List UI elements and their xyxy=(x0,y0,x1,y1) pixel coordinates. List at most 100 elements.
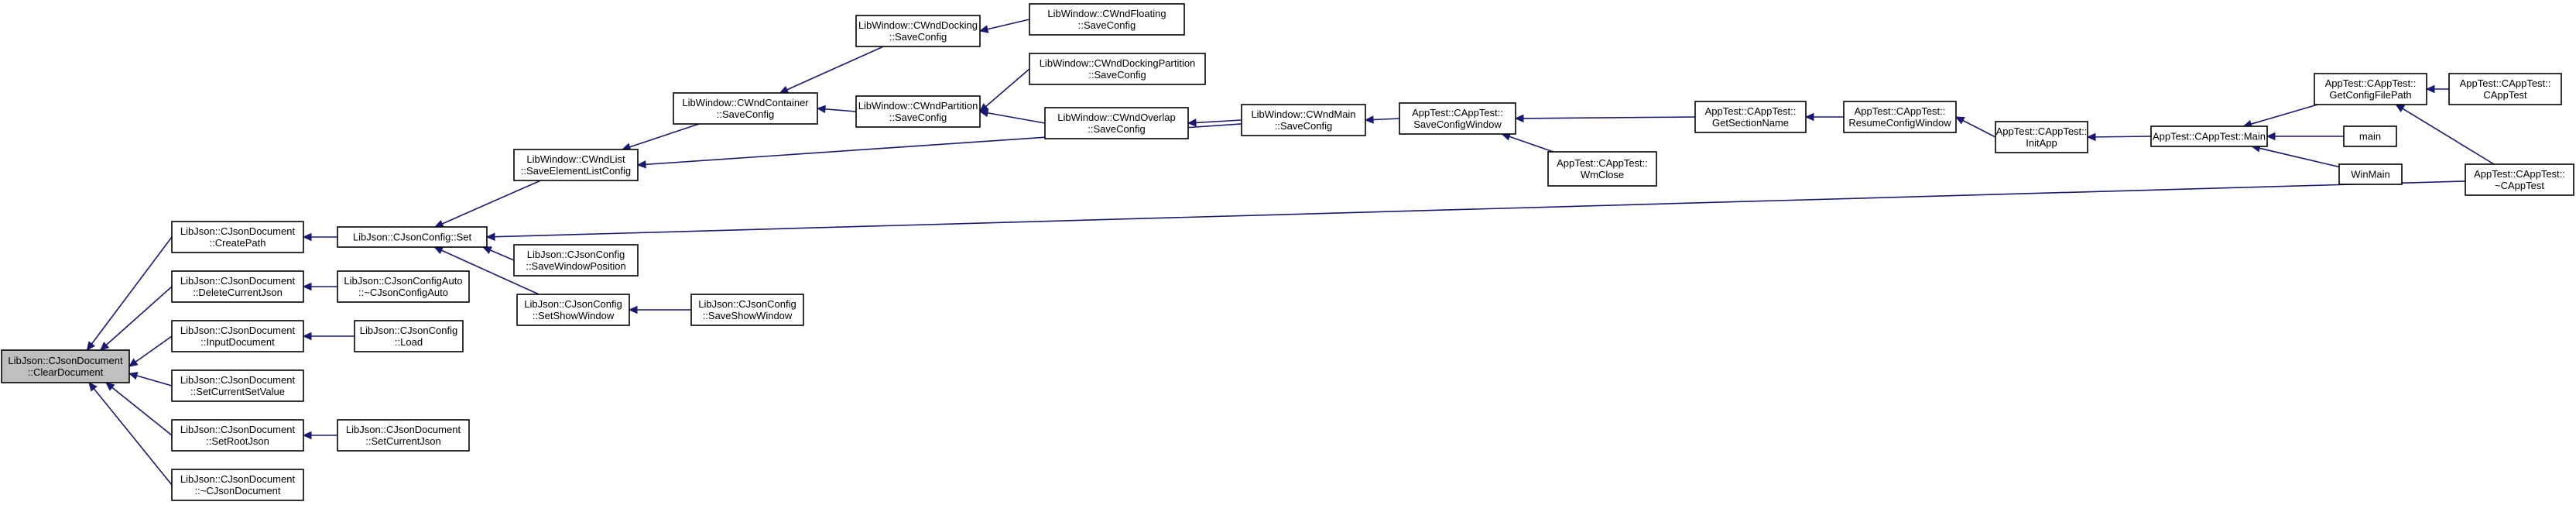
node-floating-save-config[interactable]: LibWindow::CWndFloating::SaveConfig xyxy=(1029,3,1185,36)
node-cjson-document-dtor[interactable]: LibJson::CJsonDocument::~CJsonDocument xyxy=(171,469,304,501)
node-input-document[interactable]: LibJson::CJsonDocument::InputDocument xyxy=(171,320,304,352)
call-edge-save_element_list_config-to-config_set xyxy=(441,180,541,225)
node-label-line: ::DeleteCurrentJson xyxy=(193,287,283,298)
node-capptest-dtor[interactable]: AppTest::CAppTest::~CAppTest xyxy=(2465,163,2574,196)
node-label-line: ::Load xyxy=(395,336,423,348)
call-edge-floating_save_config-to-docking_save_config xyxy=(987,19,1030,30)
call-edge-create_path-to-clear_document xyxy=(91,236,173,345)
node-box xyxy=(337,419,470,452)
node-label-line: LibWindow::CWndDocking xyxy=(858,19,978,31)
node-set-current-json[interactable]: LibJson::CJsonDocument::SetCurrentJson xyxy=(337,419,470,452)
node-config-load[interactable]: LibJson::CJsonConfig::Load xyxy=(354,320,464,352)
node-label-line: LibJson::CJsonDocument xyxy=(180,424,296,435)
node-wm-close[interactable]: AppTest::CAppTest::WmClose xyxy=(1547,151,1657,187)
node-save-config-window[interactable]: AppTest::CAppTest::SaveConfigWindow xyxy=(1399,102,1516,135)
arrowhead xyxy=(978,25,989,33)
arrowhead xyxy=(816,105,826,114)
node-save-show-window[interactable]: LibJson::CJsonConfig::SaveShowWindow xyxy=(690,294,804,326)
node-save-window-position[interactable]: LibJson::CJsonConfig::SaveWindowPosition xyxy=(513,244,639,277)
node-label-line: LibJson::CJsonConfig xyxy=(360,325,457,336)
call-edge-save_window_position-to-config_set xyxy=(490,249,515,261)
node-box xyxy=(337,270,470,303)
node-label-line: ::SaveConfig xyxy=(889,31,947,43)
arrowhead xyxy=(1514,114,1524,123)
node-get-config-file-path[interactable]: AppTest::CAppTest::GetConfigFilePath xyxy=(2314,73,2427,105)
node-box xyxy=(1995,121,2088,153)
arrowhead xyxy=(86,341,95,351)
node-label-line: LibWindow::CWndContainer xyxy=(682,97,809,108)
node-create-path[interactable]: LibJson::CJsonDocument::CreatePath xyxy=(171,221,304,253)
node-box xyxy=(2150,125,2268,147)
arrowhead xyxy=(636,160,646,169)
node-partition-save-config[interactable]: LibWindow::CWndPartition::SaveConfig xyxy=(855,95,981,128)
node-box xyxy=(513,244,639,277)
node-label-line: LibJson::CJsonConfigAuto xyxy=(344,275,462,287)
node-label-line: InitApp xyxy=(2026,137,2057,149)
arrowhead xyxy=(482,246,492,254)
arrowhead xyxy=(302,282,312,291)
node-label-line: LibJson::CJsonConfig xyxy=(524,298,622,310)
node-label-line: ::SaveConfig xyxy=(1088,123,1145,135)
node-main-save-config[interactable]: LibWindow::CWndMain::SaveConfig xyxy=(1241,104,1366,136)
node-win-main[interactable]: WinMain xyxy=(2338,163,2403,185)
node-container-save-config[interactable]: LibWindow::CWndContainer::SaveConfig xyxy=(673,92,818,125)
call-graph-edges xyxy=(86,19,2495,486)
arrowhead xyxy=(1804,112,1814,122)
node-label-line: ::SaveElementListConfig xyxy=(521,165,631,177)
call-edge-init_app-to-resume_config_window xyxy=(1962,119,1996,138)
node-save-element-list-config[interactable]: LibWindow::CWndList::SaveElementListConf… xyxy=(513,149,639,181)
node-label-line: SaveConfigWindow xyxy=(1413,119,1502,130)
node-box xyxy=(1029,53,1206,85)
node-resume-config-window[interactable]: AppTest::CAppTest::ResumeConfigWindow xyxy=(1843,101,1957,133)
node-app-main[interactable]: AppTest::CAppTest::Main xyxy=(2150,125,2268,147)
node-label-line: ::SaveConfig xyxy=(1078,19,1136,31)
node-label-line: LibJson::CJsonDocument xyxy=(180,325,296,336)
arrowhead xyxy=(302,332,312,341)
node-docking-partition-save-config[interactable]: LibWindow::CWndDockingPartition::SaveCon… xyxy=(1029,53,1206,85)
arrowhead xyxy=(105,382,115,391)
node-config-auto-dtor[interactable]: LibJson::CJsonConfigAuto::~CJsonConfigAu… xyxy=(337,270,470,303)
node-init-app[interactable]: AppTest::CAppTest::InitApp xyxy=(1995,121,2088,153)
node-label-line: LibWindow::CWndPartition xyxy=(858,100,978,112)
node-delete-current-json[interactable]: LibJson::CJsonDocument::DeleteCurrentJso… xyxy=(171,270,304,303)
node-box xyxy=(1547,151,1657,187)
call-edge-save_config_window-to-main_save_config xyxy=(1372,118,1400,121)
node-set-current-set-value[interactable]: LibJson::CJsonDocument::SetCurrentSetVal… xyxy=(171,369,304,402)
call-edge-input_document-to-clear_document xyxy=(135,335,173,363)
node-label-line: LibJson::CJsonDocument xyxy=(180,374,296,386)
arrowhead xyxy=(2266,132,2276,141)
node-box xyxy=(171,369,304,402)
node-box xyxy=(1694,101,1807,133)
node-set-show-window[interactable]: LibJson::CJsonConfig::SetShowWindow xyxy=(516,294,630,326)
node-box xyxy=(171,221,304,253)
node-config-set[interactable]: LibJson::CJsonConfig::Set xyxy=(337,226,488,248)
node-label-line: LibWindow::CWndList xyxy=(526,153,625,165)
node-capptest-ctor[interactable]: AppTest::CAppTest::CAppTest xyxy=(2448,73,2562,105)
node-label-line: WmClose xyxy=(1581,169,1624,180)
node-label-line: main xyxy=(2359,131,2381,143)
call-edge-set_root_json-to-clear_document xyxy=(111,387,173,436)
node-get-section-name[interactable]: AppTest::CAppTest::GetSectionName xyxy=(1694,101,1807,133)
call-edge-capptest_dtor-to-config_set xyxy=(494,180,2466,238)
node-box xyxy=(513,149,639,181)
arrowhead xyxy=(99,342,110,351)
node-label-line: ~CAppTest xyxy=(2495,180,2544,191)
node-label-line: ::SaveShowWindow xyxy=(703,310,793,321)
node-main[interactable]: main xyxy=(2343,125,2397,147)
arrowhead xyxy=(302,232,312,242)
node-docking-save-config[interactable]: LibWindow::CWndDocking::SaveConfig xyxy=(855,15,981,47)
node-clear-document[interactable]: LibJson::CJsonDocument::ClearDocument xyxy=(1,349,130,383)
call-graph-nodes: LibJson::CJsonDocument::ClearDocumentLib… xyxy=(1,3,2574,501)
call-edge-docking_save_config-to-container_save_config xyxy=(786,46,884,91)
node-label-line: ::SetShowWindow xyxy=(533,310,615,321)
node-box xyxy=(1843,101,1957,133)
call-edge-container_save_config-to-save_element_list_config xyxy=(629,123,700,148)
node-overlap-save-config[interactable]: LibWindow::CWndOverlap::SaveConfig xyxy=(1044,107,1189,139)
node-set-root-json[interactable]: LibJson::CJsonDocument::SetRootJson xyxy=(171,419,304,452)
arrowhead xyxy=(779,85,790,94)
node-box xyxy=(337,226,488,248)
node-label-line: GetConfigFilePath xyxy=(2329,89,2411,101)
node-label-line: ::~CJsonConfigAuto xyxy=(358,287,448,298)
node-label-line: ::SaveConfig xyxy=(889,112,947,123)
node-label-line: ::SaveConfig xyxy=(717,108,774,120)
